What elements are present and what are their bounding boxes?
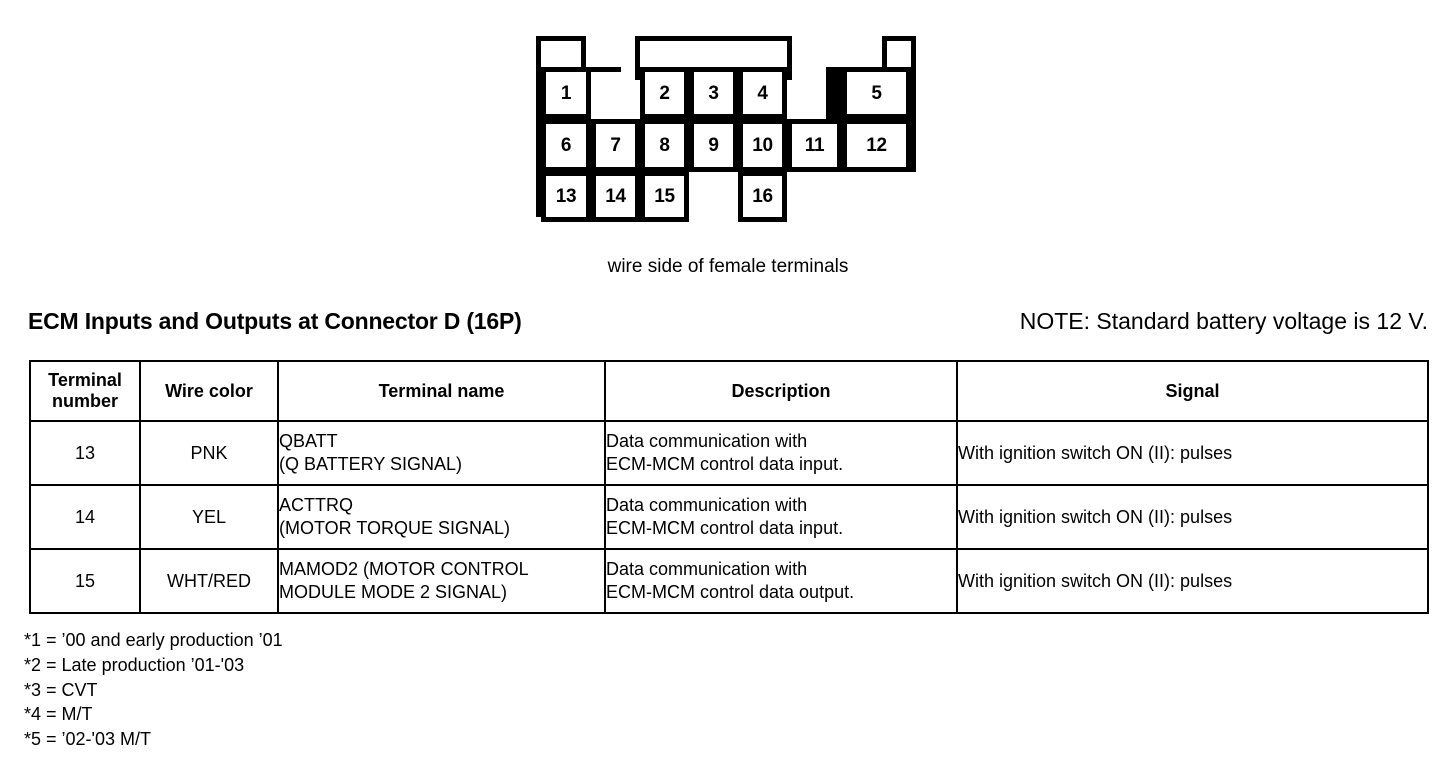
column-header-terminal-number-line1: Terminal — [48, 370, 122, 391]
footnote-3: *3 = CVT — [24, 679, 98, 700]
cell-signal: With ignition switch ON (II): pulses — [956, 484, 1429, 550]
footnote-1: *1 = ’00 and early production ’01 — [24, 630, 283, 650]
connector-pin-13: 13 — [541, 171, 591, 222]
column-header-wire-color: Wire color — [139, 360, 279, 422]
cell-signal: With ignition switch ON (II): pulses — [956, 420, 1429, 486]
connector-pin-7: 7 — [591, 119, 640, 172]
footnotes: *1 = ’00 and early production ’01 *2 = La… — [24, 628, 283, 752]
connector-pin-2: 2 — [640, 67, 689, 119]
cell-wire-color: WHT/RED — [139, 548, 279, 614]
footnote-4: *4 = M/T — [24, 704, 93, 725]
connector-pin-8: 8 — [640, 119, 689, 172]
cell-wire-color: PNK — [139, 420, 279, 486]
cell-terminal-name: ACTTRQ(MOTOR TORQUE SIGNAL) — [277, 484, 606, 550]
connector-shell-left-notch-top — [536, 36, 586, 41]
cell-wire-color: YEL — [139, 484, 279, 550]
column-header-signal: Signal — [956, 360, 1429, 422]
connector-shell-right-notch-top — [882, 36, 916, 41]
table-header-row: Terminal number Wire color Terminal name… — [29, 360, 1429, 422]
footnote-5: *5 = ’02-'03 M/T — [24, 729, 151, 750]
cell-terminal-number: 14 — [29, 484, 141, 550]
connector-shell-right-edge — [911, 36, 916, 172]
page-title: ECM Inputs and Outputs at Connector D (1… — [28, 308, 522, 334]
connector-pin-6: 6 — [541, 119, 591, 172]
connector-shell-right-notch-step — [882, 36, 887, 72]
cell-terminal-number: 15 — [29, 548, 141, 614]
ecm-io-table: Terminal number Wire color Terminal name… — [29, 360, 1429, 614]
column-header-terminal-name: Terminal name — [277, 360, 606, 422]
connector-pin-16: 16 — [738, 171, 787, 222]
connector-pin-9: 9 — [689, 119, 738, 172]
cell-terminal-name: QBATT(Q BATTERY SIGNAL) — [277, 420, 606, 486]
connector-shell-left-tab — [536, 36, 541, 217]
connector-pin-5: 5 — [842, 67, 911, 119]
connector-shell-top-bar — [635, 36, 792, 41]
connector-pin-15: 15 — [640, 171, 689, 222]
diagram-caption: wire side of female terminals — [607, 256, 849, 277]
note-text: NOTE: Standard battery voltage is 12 V. — [1019, 308, 1428, 334]
heading-row: ECM Inputs and Outputs at Connector D (1… — [28, 308, 1428, 335]
connector-shell-top-bar-left — [635, 36, 640, 80]
connector-pin-11: 11 — [787, 119, 842, 172]
column-header-terminal-number: Terminal number — [29, 360, 141, 422]
connector-pin-4: 4 — [738, 67, 787, 119]
footnote-2: *2 = Late production ’01-'03 — [24, 654, 245, 675]
connector-pin-1: 1 — [541, 67, 591, 119]
connector-shell-left-notch-step — [581, 36, 586, 72]
connector-pin-3: 3 — [689, 67, 738, 119]
cell-terminal-number: 13 — [29, 420, 141, 486]
column-header-terminal-number-line2: number — [51, 391, 118, 411]
connector-shell-left-notch-ledge — [581, 67, 621, 72]
connector-pin-14: 14 — [591, 171, 640, 222]
column-header-description: Description — [604, 360, 958, 422]
connector-pin-12: 12 — [842, 119, 911, 172]
connector-shell-top-bar-right — [787, 36, 792, 80]
cell-signal: With ignition switch ON (II): pulses — [956, 548, 1429, 614]
connector-pin-10: 10 — [738, 119, 787, 172]
